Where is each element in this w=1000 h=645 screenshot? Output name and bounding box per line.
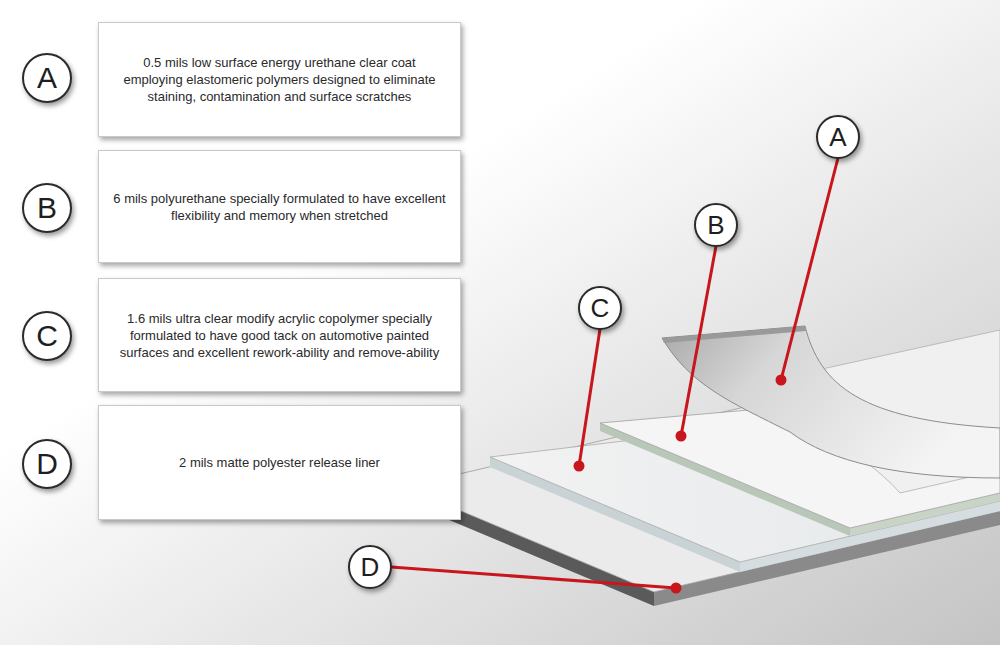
description-text: 6 mils polyurethane specially formulated… (113, 190, 446, 224)
description-text: 0.5 mils low surface energy urethane cle… (113, 54, 446, 105)
letter-label: D (36, 449, 58, 479)
letter-label: D (361, 554, 380, 580)
callout-letter: B (694, 203, 738, 247)
layer-description-box: 6 mils polyurethane specially formulated… (98, 150, 461, 263)
letter-label: A (829, 124, 846, 150)
layer-description-box: 2 mils matte polyester release liner (98, 405, 461, 520)
letter-label: C (36, 321, 58, 351)
letter-label: B (707, 212, 724, 238)
clear-coat-layer (662, 326, 1000, 493)
key-letter-circle: D (22, 439, 72, 489)
description-text: 2 mils matte polyester release liner (179, 454, 380, 471)
callout-letter: C (578, 286, 622, 330)
leader-dot (574, 375, 787, 594)
key-letter-circle: B (22, 183, 72, 233)
layer-description-box: 0.5 mils low surface energy urethane cle… (98, 22, 461, 137)
letter-label: C (591, 295, 610, 321)
letter-label: A (37, 63, 57, 93)
key-letter-circle: A (22, 53, 72, 103)
description-text: 1.6 mils ultra clear modify acrylic copo… (113, 310, 446, 361)
letter-label: B (37, 193, 57, 223)
callout-letter: D (348, 545, 392, 589)
key-letter-circle: C (22, 311, 72, 361)
layer-description-box: 1.6 mils ultra clear modify acrylic copo… (98, 278, 461, 392)
callout-letter: A (816, 115, 860, 159)
